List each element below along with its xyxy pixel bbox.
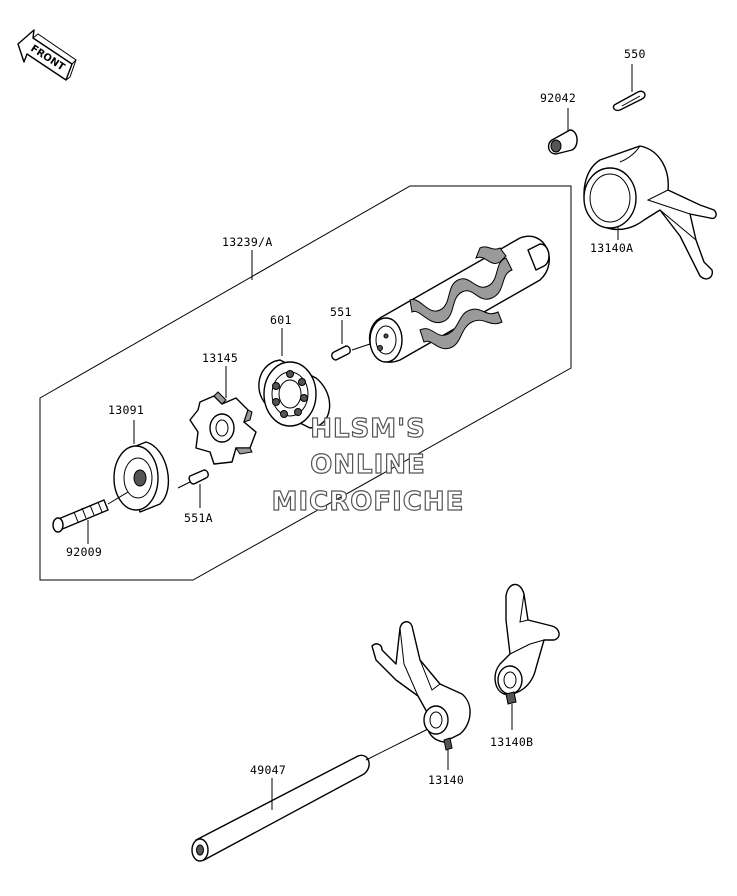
shift-rod-49047 [191, 727, 431, 862]
watermark-line-2: ONLINE [310, 450, 426, 480]
watermark-line-3: MICROFICHE [272, 487, 465, 517]
cam-plate-13091 [113, 420, 170, 513]
bearing-601 [258, 328, 331, 429]
label-92009: 92009 [66, 545, 102, 559]
label-13091: 13091 [108, 403, 144, 417]
watermark-line-1: HLSM'S [310, 414, 426, 444]
label-13140A: 13140A [590, 241, 633, 255]
label-13145: 13145 [202, 351, 238, 365]
pin-92042 [547, 108, 578, 155]
label-601: 601 [270, 313, 292, 327]
label-49047: 49047 [250, 763, 286, 777]
front-arrow-icon: FRONT [17, 29, 77, 81]
pin-551 [331, 320, 371, 361]
assembly-outline [39, 185, 572, 581]
shift-fork-13140 [371, 621, 471, 770]
label-550: 550 [624, 47, 646, 61]
shift-drum [369, 235, 550, 363]
pin-551A [177, 469, 209, 508]
cotter-pin-550 [612, 64, 646, 112]
label-13140: 13140 [428, 773, 464, 787]
label-551: 551 [330, 305, 352, 319]
bolt-92009 [52, 491, 129, 544]
label-92042: 92042 [540, 91, 576, 105]
star-plate-13145 [189, 366, 257, 465]
shift-fork-13140B [494, 583, 560, 730]
shift-fork-13140A [583, 145, 717, 280]
label-551A: 551A [184, 511, 213, 525]
label-13239A: 13239/A [222, 235, 273, 249]
label-13140B: 13140B [490, 735, 533, 749]
